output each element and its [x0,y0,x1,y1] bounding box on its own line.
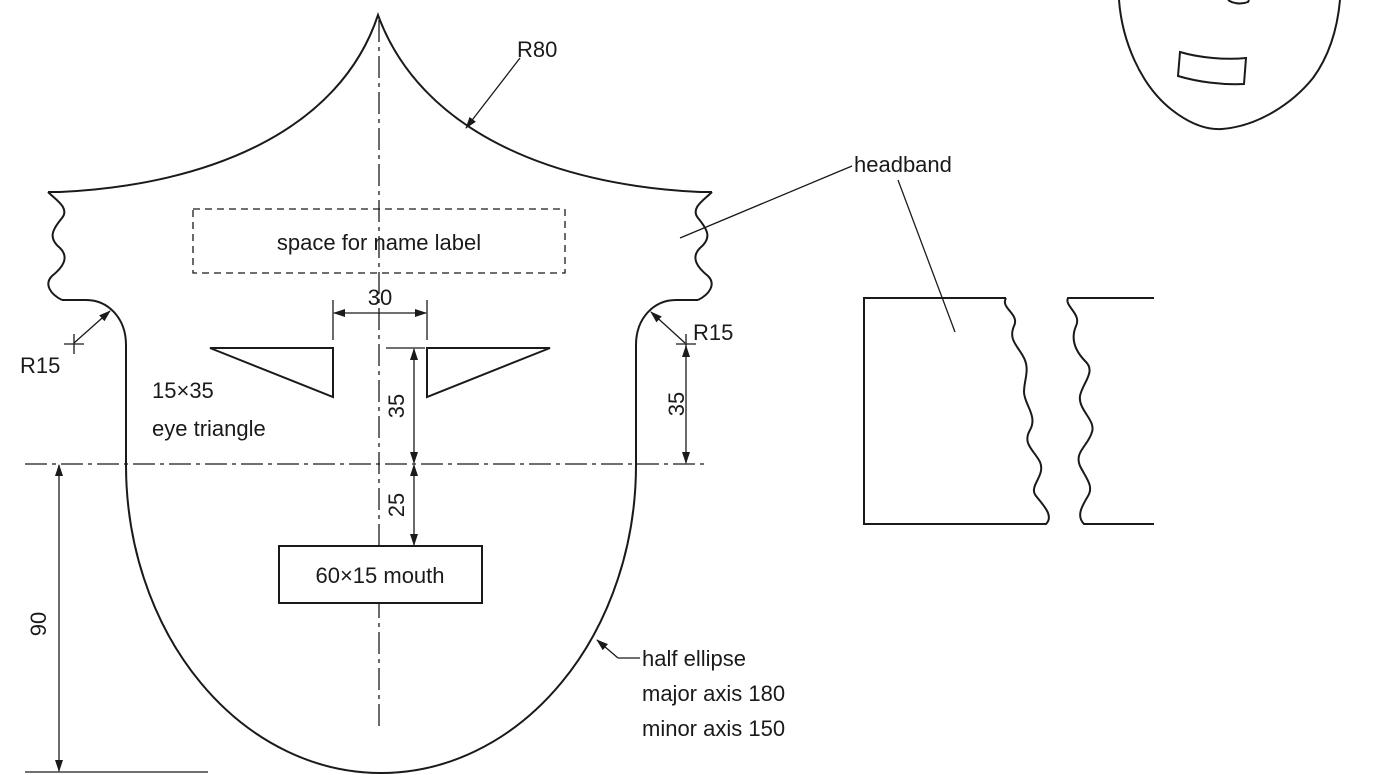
r15-right-leader [650,311,686,344]
dim-90-text: 90 [26,612,51,636]
mask-outline [47,11,713,774]
r80-text: R80 [517,37,557,62]
ellipse-text-1: half ellipse [642,646,746,671]
name-label-text: space for name label [277,230,481,255]
headband-left-piece [863,297,1050,525]
perspective-mask-outline [1118,0,1341,131]
headband-detail [863,297,1154,525]
half-ellipse-bottom [125,464,637,774]
r15-left-leader [73,310,111,344]
left-wavy-edge [47,191,66,301]
right-eye-triangle [426,347,551,399]
headband-right-piece [1066,297,1154,525]
headband-text: headband [854,152,952,177]
r80-leader [465,57,521,129]
eye-size-text: 15×35 [152,378,214,403]
right-wavy-edge [694,191,713,301]
ellipse-text-2: major axis 180 [642,681,785,706]
ellipse-leader [596,639,619,659]
headband-leader-mask [679,165,853,239]
left-fillet-and-side [62,299,127,465]
ellipse-text-3: minor axis 150 [642,716,785,741]
headband-leader-detail [897,179,956,333]
name-label-box [192,208,566,274]
dim-35-right-text: 35 [664,392,689,416]
mouth-box [278,545,483,604]
dim-25-text: 25 [384,493,409,517]
r15-right-text: R15 [693,320,733,345]
left-eye-triangle [209,347,334,399]
dim-35-center-text: 35 [384,394,409,418]
eye-name-text: eye triangle [152,416,266,441]
r15-left-text: R15 [20,353,60,378]
dim-30-text: 30 [368,285,392,310]
right-fillet-and-side [635,299,698,465]
mouth-text: 60×15 mouth [315,563,444,588]
perspective-eye [1227,0,1250,5]
mask-top-outline [48,11,712,193]
mask-perspective-view [1118,0,1341,131]
perspective-mouth [1176,50,1248,86]
